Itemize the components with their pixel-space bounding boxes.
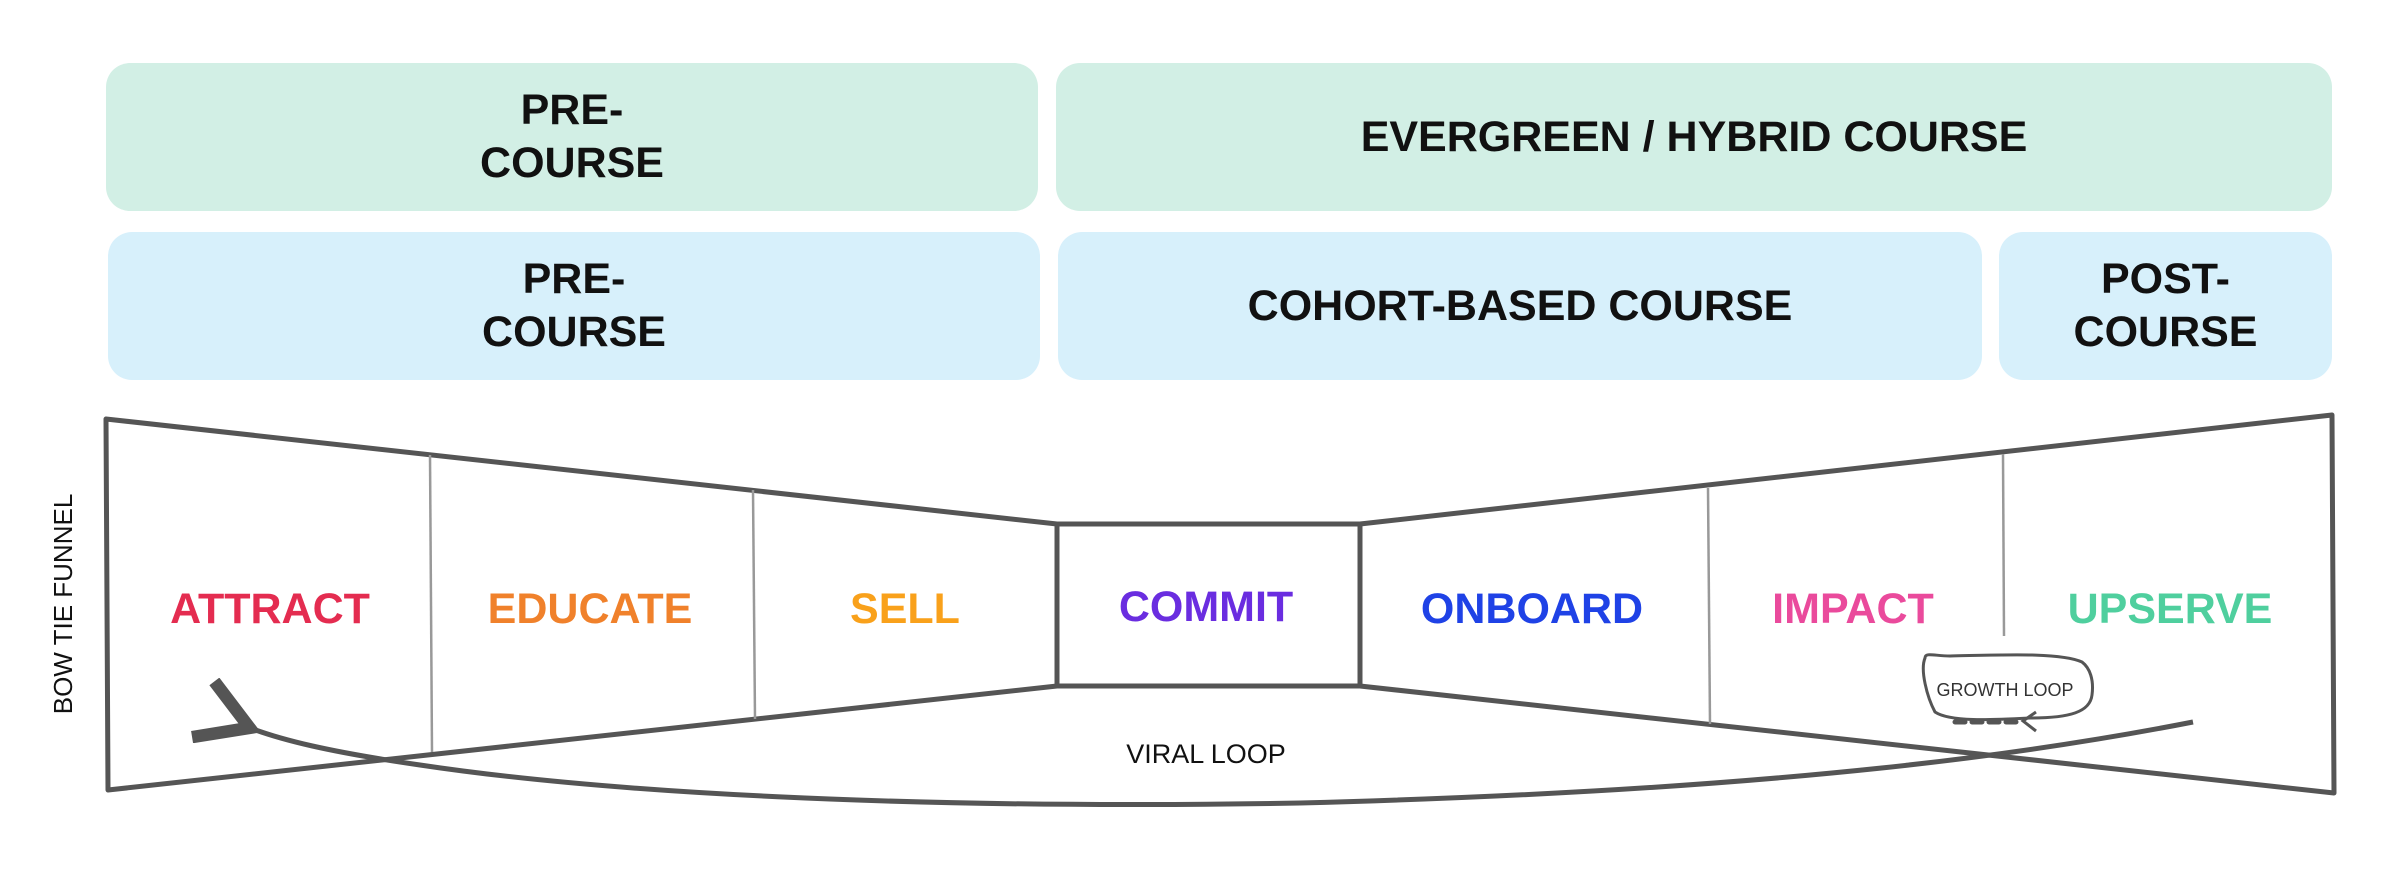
viral-loop-label: VIRAL LOOP xyxy=(1126,739,1286,769)
pre-course-box-cohort: PRE-COURSE xyxy=(108,232,1040,380)
cohort-based-course-label: COHORT-BASED COURSE xyxy=(1247,281,1793,330)
divider xyxy=(428,454,434,753)
pre-course-box-evergreen: PRE-COURSE xyxy=(106,63,1038,211)
cohort-based-course-box: COHORT-BASED COURSE xyxy=(1058,232,1982,380)
divider xyxy=(751,489,757,720)
growth-loop-label: GROWTH LOOP xyxy=(1936,680,2073,700)
bow-tie-funnel-label: BOW TIE FUNNEL xyxy=(48,494,78,715)
evergreen-hybrid-course-label: EVERGREEN / HYBRID COURSE xyxy=(1360,112,2028,161)
stage-label-sell: SELL xyxy=(850,585,960,633)
stage-label-onboard: ONBOARD xyxy=(1421,585,1643,633)
stage-label-impact: IMPACT xyxy=(1772,585,1934,633)
stage-label-commit: COMMIT xyxy=(1119,583,1293,631)
growth-loop-bubble xyxy=(1921,653,2094,722)
commit-box-outline xyxy=(1054,521,1363,689)
stage-label-educate: EDUCATE xyxy=(488,585,693,633)
stage-label-upserve: UPSERVE xyxy=(2068,585,2273,633)
divider xyxy=(1706,487,1712,725)
pre-course-label: PRE-COURSE xyxy=(480,86,664,187)
evergreen-hybrid-course-box: EVERGREEN / HYBRID COURSE xyxy=(1056,63,2332,211)
growth-loop-arrow-head xyxy=(2020,710,2037,733)
post-course-box: POST-COURSE xyxy=(1999,232,2332,380)
pre-course-label: PRE-COURSE xyxy=(482,255,666,356)
divider xyxy=(2001,453,2006,637)
stage-label-attract: ATTRACT xyxy=(170,585,370,633)
viral-loop-arrow xyxy=(245,722,2194,808)
post-course-label: POST-COURSE xyxy=(2073,255,2258,356)
